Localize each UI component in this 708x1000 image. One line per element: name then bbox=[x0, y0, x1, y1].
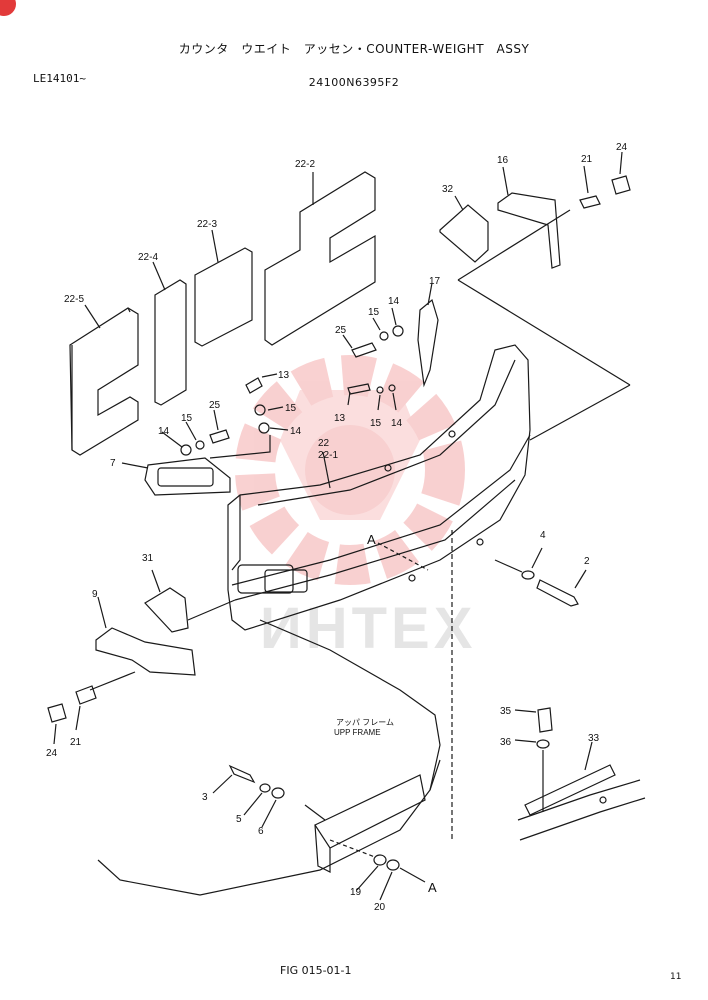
callout-22-2: 22-2 bbox=[295, 159, 315, 170]
bracket-32 bbox=[439, 204, 489, 263]
callout-14-center: 14 bbox=[391, 418, 403, 429]
callout-7: 7 bbox=[110, 458, 116, 469]
assembly-number: 24100N6395F2 bbox=[308, 76, 400, 89]
callout-14-left: 14 bbox=[290, 426, 302, 437]
callout-21-top: 21 bbox=[581, 154, 593, 165]
callout-22-5: 22-5 bbox=[64, 294, 84, 305]
callout-22-3: 22-3 bbox=[197, 219, 217, 230]
callout-15-top: 15 bbox=[368, 307, 380, 318]
bracket-16 bbox=[497, 192, 561, 269]
watermark-logo bbox=[235, 355, 465, 585]
emblem-letter-22-4 bbox=[154, 279, 187, 406]
callout-19: 19 bbox=[350, 887, 362, 898]
corner-badge bbox=[0, 0, 16, 16]
serial-range: LE14101~ bbox=[33, 72, 86, 85]
callout-labels: 22-2 22-3 22-4 22-5 22 22-1 16 21 24 32 … bbox=[46, 142, 628, 913]
upper-frame-label-jp: アッパ フレーム bbox=[336, 718, 394, 727]
callout-16: 16 bbox=[497, 155, 509, 166]
emblem-letter-22-2 bbox=[264, 171, 376, 346]
callout-17: 17 bbox=[429, 276, 441, 287]
frame-bracket bbox=[314, 774, 426, 849]
callout-9: 9 bbox=[92, 589, 98, 600]
callout-31: 31 bbox=[142, 553, 154, 564]
callout-22-1: 22-1 bbox=[318, 450, 338, 461]
upper-frame-label-en: UPP FRAME bbox=[334, 728, 381, 737]
callout-15-center: 15 bbox=[370, 418, 382, 429]
callout-36: 36 bbox=[500, 737, 512, 748]
callout-14-plate: 14 bbox=[158, 426, 170, 437]
callout-13-left: 13 bbox=[278, 370, 290, 381]
watermark-text: ИНТЕХ bbox=[260, 596, 476, 661]
bar-33 bbox=[524, 764, 616, 816]
plate-7 bbox=[144, 457, 231, 496]
callout-24-bottom: 24 bbox=[46, 748, 58, 759]
callout-15-left: 15 bbox=[285, 403, 297, 414]
bracket-31 bbox=[144, 587, 189, 633]
callout-5: 5 bbox=[236, 814, 242, 825]
callout-22: 22 bbox=[318, 438, 330, 449]
line-art bbox=[47, 151, 646, 901]
callout-15-plate: 15 bbox=[181, 413, 193, 424]
callout-35: 35 bbox=[500, 706, 512, 717]
section-marker-a-top: A bbox=[367, 532, 376, 547]
callout-25-top: 25 bbox=[335, 325, 347, 336]
callout-24-top: 24 bbox=[616, 142, 628, 153]
callout-14-top: 14 bbox=[388, 296, 400, 307]
callout-3: 3 bbox=[202, 792, 208, 803]
emblem-letter-22-3 bbox=[194, 247, 253, 347]
callout-25-plate: 25 bbox=[209, 400, 221, 411]
callout-32: 32 bbox=[442, 184, 454, 195]
callout-20: 20 bbox=[374, 902, 386, 913]
callout-33: 33 bbox=[588, 733, 600, 744]
page-number: 11 bbox=[670, 972, 682, 982]
callout-22-4: 22-4 bbox=[138, 252, 158, 263]
callout-13-center: 13 bbox=[334, 413, 346, 424]
bracket-9 bbox=[95, 627, 196, 676]
page-title: カウンタ ウエイト アッセン・COUNTER-WEIGHT ASSY bbox=[178, 42, 530, 56]
section-marker-a-bottom: A bbox=[428, 880, 437, 895]
callout-4: 4 bbox=[540, 530, 546, 541]
emblem-letter-22-5 bbox=[69, 307, 139, 456]
callout-21-bottom: 21 bbox=[70, 737, 82, 748]
figure-number: FIG 015-01-1 bbox=[280, 964, 352, 977]
callout-6: 6 bbox=[258, 826, 264, 837]
callout-2: 2 bbox=[584, 556, 590, 567]
plate-17 bbox=[417, 298, 439, 388]
